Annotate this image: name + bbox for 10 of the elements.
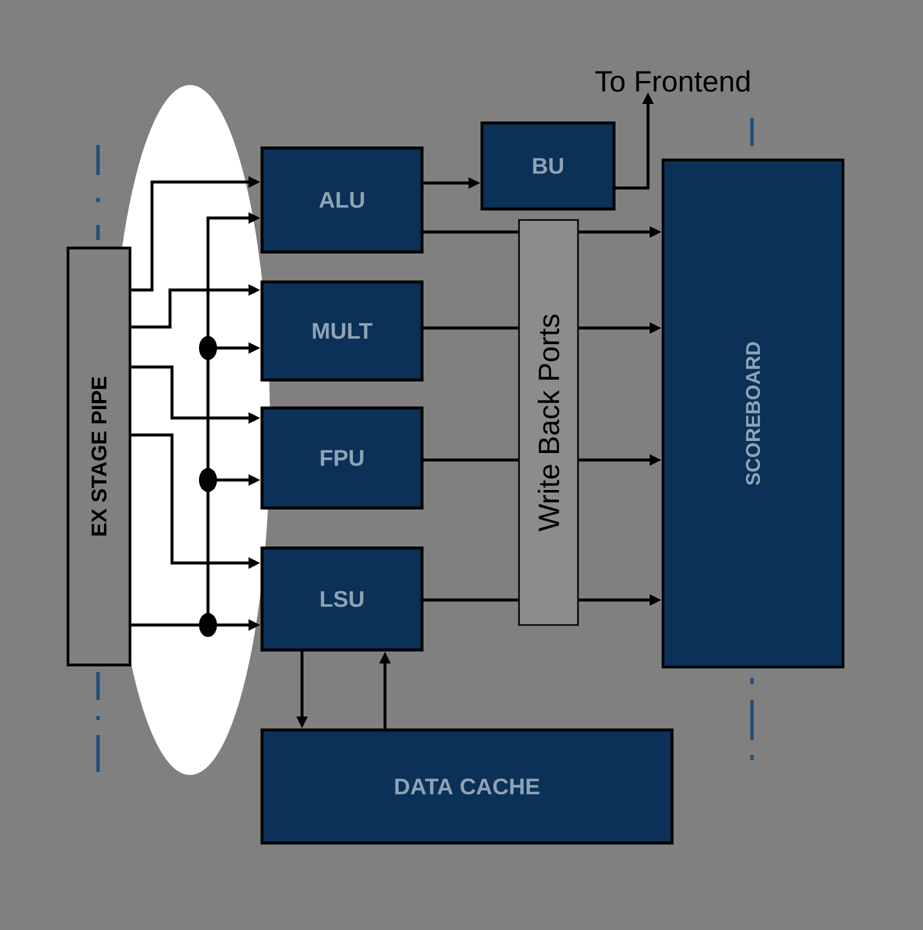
text-label: To Frontend xyxy=(595,70,750,92)
scoreboard-box: SCOREBOARD xyxy=(662,158,844,668)
unit-box: ALU xyxy=(260,146,424,254)
pipeline-box: EX STAGE PIPE xyxy=(66,246,132,666)
unit-box: MULT xyxy=(260,280,424,382)
unit-box: LSU xyxy=(260,546,424,652)
port-box: Write Back Ports xyxy=(518,219,579,626)
unit-box: DATA CACHE xyxy=(260,728,674,844)
unit-box: BU xyxy=(480,122,616,210)
unit-box: FPU xyxy=(260,406,424,510)
